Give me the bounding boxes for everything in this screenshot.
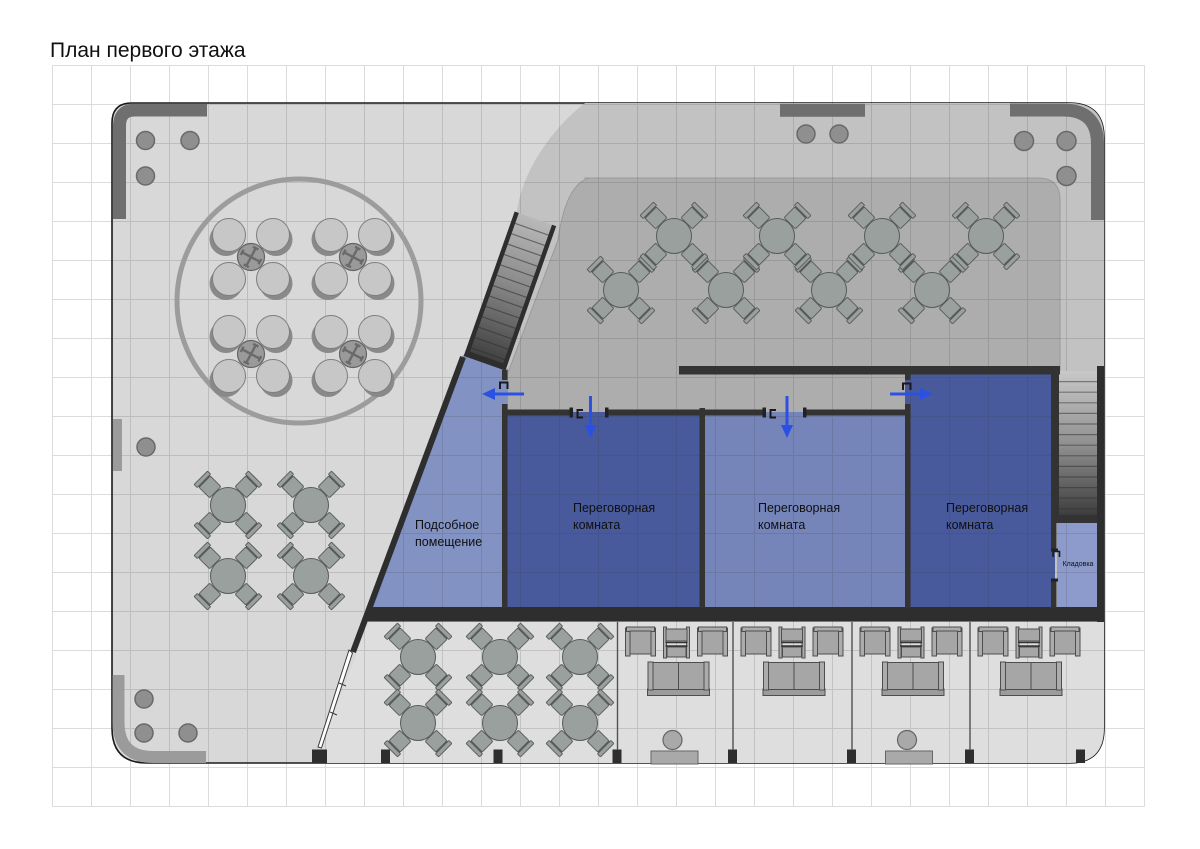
svg-text:Переговорная: Переговорная (573, 501, 655, 515)
svg-text:помещение: помещение (415, 535, 482, 549)
svg-text:План первого этажа: План первого этажа (50, 39, 246, 62)
svg-text:комната: комната (758, 518, 805, 532)
svg-text:Переговорная: Переговорная (758, 501, 840, 515)
svg-text:Подсобное: Подсобное (415, 518, 479, 532)
svg-text:Переговорная: Переговорная (946, 501, 1028, 515)
svg-text:Кладовка: Кладовка (1063, 561, 1094, 568)
svg-text:комната: комната (946, 518, 993, 532)
svg-text:комната: комната (573, 518, 620, 532)
